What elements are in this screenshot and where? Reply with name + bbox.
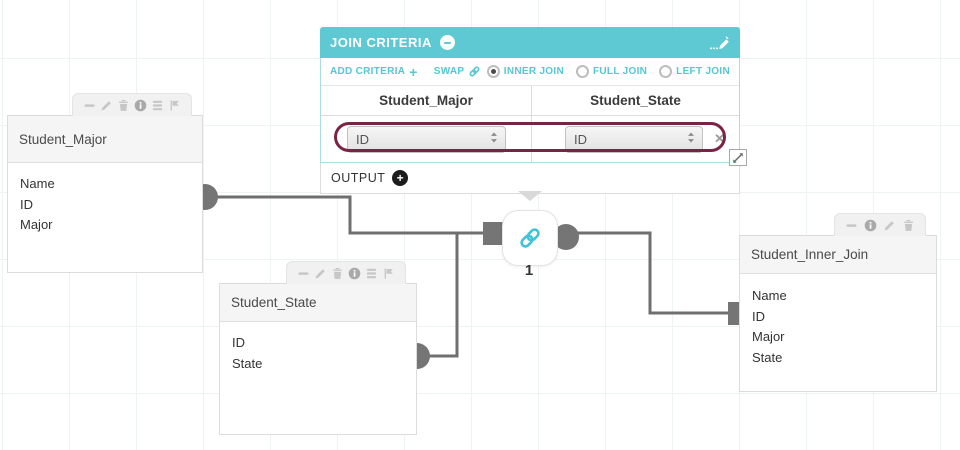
select-value: ID: [356, 131, 369, 147]
join-type-radio-group: INNER JOIN FULL JOIN LEFT JOIN: [486, 65, 730, 78]
field-row: ID: [752, 308, 765, 324]
table-field-list: ID State: [220, 322, 416, 374]
criteria-left-cell: ID: [321, 116, 531, 162]
criteria-column-headers: Student_Major Student_State: [321, 86, 739, 116]
panel-callout-pointer: [518, 191, 542, 201]
field-row: Name: [752, 288, 787, 303]
table-student-inner-join[interactable]: Student_Inner_Join Name ID Major State: [739, 213, 937, 392]
select-value: ID: [574, 131, 587, 147]
panel-title: JOIN CRITERIA: [330, 35, 432, 50]
table-toolbar-student-inner-join: [834, 213, 926, 236]
trash-icon[interactable]: [117, 99, 130, 112]
select-arrows-icon: [490, 132, 498, 147]
field-row: State: [752, 349, 783, 365]
field-row: ID: [232, 335, 245, 350]
plus-icon: +: [409, 63, 418, 80]
wire-join-to-output[interactable]: [568, 231, 730, 315]
table-title: Student_Inner_Join: [751, 247, 869, 262]
table-title-bar[interactable]: Student_State: [220, 284, 416, 322]
join-criteria-header[interactable]: JOIN CRITERIA: [320, 27, 740, 58]
stack-icon[interactable]: [365, 267, 378, 280]
pencil-icon[interactable]: [314, 267, 327, 280]
radio-button-icon: [659, 65, 673, 78]
criteria-right-cell: ID: [531, 116, 739, 162]
add-criteria-button[interactable]: ADD CRITERIA +: [330, 63, 418, 80]
join-node-number: 1: [524, 262, 534, 279]
table-title-bar[interactable]: Student_Major: [8, 116, 202, 163]
info-icon[interactable]: [134, 99, 147, 112]
table-student-state[interactable]: Student_State ID State: [219, 261, 417, 435]
link-icon: [468, 65, 481, 78]
swap-button[interactable]: SWAP: [434, 65, 482, 78]
trash-icon[interactable]: [902, 219, 915, 232]
field-row: Name: [20, 176, 55, 191]
radio-label: LEFT JOIN: [676, 66, 730, 77]
column-header-right: Student_State: [531, 86, 739, 115]
column-header-left: Student_Major: [379, 93, 473, 108]
field-row: Major: [20, 217, 53, 232]
remove-criteria-icon[interactable]: ✕: [714, 131, 725, 146]
add-criteria-label: ADD CRITERIA: [330, 66, 406, 77]
stack-icon[interactable]: [151, 99, 164, 112]
minus-icon[interactable]: [845, 219, 858, 232]
field-row: Major: [752, 329, 785, 344]
join-criteria-toolbar: ADD CRITERIA + SWAP: [321, 58, 739, 86]
radio-button-icon: [486, 65, 500, 78]
criteria-row: ID ID ✕: [321, 116, 739, 162]
table-field-list: Name ID Major State: [740, 274, 936, 368]
table-title: Student_Major: [19, 131, 107, 147]
table-student-major[interactable]: Student_Major Name ID Major: [7, 93, 203, 273]
radio-left-join[interactable]: LEFT JOIN: [659, 65, 730, 78]
info-icon[interactable]: [348, 267, 361, 280]
resize-handle-icon[interactable]: [729, 149, 747, 166]
pencil-icon[interactable]: [883, 219, 896, 232]
left-join-key-select[interactable]: ID: [347, 125, 506, 153]
table-field-list: Name ID Major: [8, 163, 202, 236]
radio-inner-join[interactable]: INNER JOIN: [486, 65, 564, 78]
pencil-icon[interactable]: [100, 99, 113, 112]
minus-icon[interactable]: [83, 99, 96, 112]
collapse-icon[interactable]: [439, 35, 455, 50]
radio-label: INNER JOIN: [503, 66, 564, 77]
join-node[interactable]: [502, 210, 558, 266]
output-label: OUTPUT: [331, 171, 386, 185]
table-title: Student_State: [231, 295, 317, 310]
minus-icon[interactable]: [297, 267, 310, 280]
table-title-bar[interactable]: Student_Inner_Join: [740, 236, 936, 274]
radio-button-icon: [575, 65, 589, 78]
trash-icon[interactable]: [331, 267, 344, 280]
link-icon: [517, 225, 543, 251]
join-criteria-panel[interactable]: JOIN CRITERIA ADD CRITERIA + SWAP: [320, 27, 747, 201]
table-toolbar-student-major: [72, 93, 192, 116]
flag-icon[interactable]: [382, 267, 395, 280]
swap-label: SWAP: [433, 66, 465, 77]
table-toolbar-student-state: [286, 261, 406, 284]
flag-icon[interactable]: [168, 99, 181, 112]
rename-pencil-icon[interactable]: [709, 35, 730, 50]
radio-label: FULL JOIN: [592, 66, 648, 77]
field-row: ID: [20, 196, 33, 212]
field-row: State: [232, 355, 263, 371]
right-join-key-select[interactable]: ID: [565, 125, 703, 153]
select-arrows-icon: [687, 132, 695, 147]
wire-student-state-to-join[interactable]: [417, 232, 459, 358]
info-icon[interactable]: [864, 219, 877, 232]
add-output-icon[interactable]: +: [392, 170, 409, 186]
input-port-join-node[interactable]: [483, 222, 503, 245]
radio-full-join[interactable]: FULL JOIN: [575, 65, 648, 78]
output-row: OUTPUT +: [320, 163, 740, 194]
wire-student-major-to-join[interactable]: [205, 195, 486, 235]
